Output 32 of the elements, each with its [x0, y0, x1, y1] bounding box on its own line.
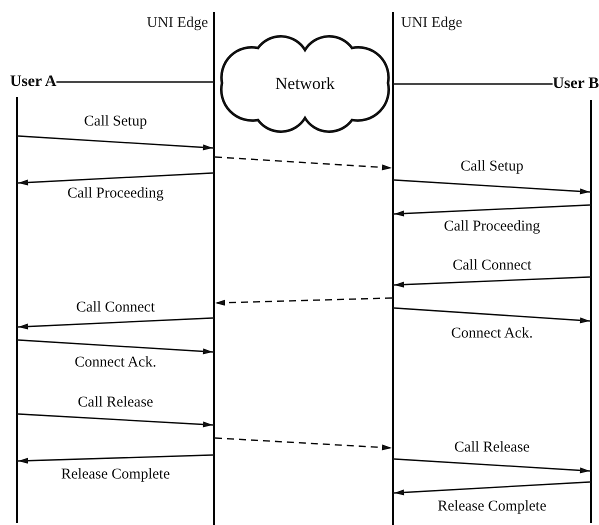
message-arrow: [394, 179, 590, 194]
connector-line: [56, 81, 213, 83]
message-arrow: [18, 317, 214, 330]
lifeline: [392, 12, 394, 525]
message-arrow: [394, 307, 590, 324]
edge-label: Call Setup: [460, 160, 524, 174]
message-arrow: [394, 204, 590, 217]
lifeline-title: UNI Edge: [146, 16, 208, 31]
participant-label: User B: [552, 75, 599, 93]
participant-label: User A: [10, 73, 56, 91]
message-arrow: [18, 172, 214, 186]
message-arrow: [394, 481, 590, 496]
message-arrow: [18, 454, 214, 464]
lifeline: [590, 100, 592, 523]
edge-label: Call Proceeding: [67, 186, 164, 202]
message-arrow: [214, 156, 392, 170]
connector-line: [394, 83, 553, 85]
message-arrow: [214, 437, 392, 450]
message-arrow: [18, 339, 214, 354]
message-arrow: [18, 135, 214, 150]
edge-label: Release Complete: [438, 500, 546, 514]
message-arrow: [18, 413, 214, 428]
message-arrow: [214, 297, 392, 306]
message-arrow: [394, 458, 590, 474]
lifeline: [213, 12, 215, 525]
lifeline: [16, 97, 18, 523]
message-arrow: [394, 276, 590, 288]
lifeline-title: UNI Edge: [401, 16, 462, 31]
node-label: Network: [275, 74, 335, 94]
edge-label: Call Setup: [84, 114, 147, 130]
edge-label: Call Proceeding: [444, 220, 540, 234]
edge-label: Release Complete: [61, 468, 170, 482]
